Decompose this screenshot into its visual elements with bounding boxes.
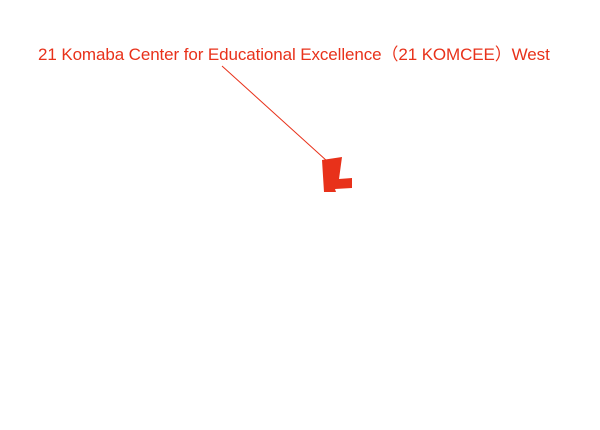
leader-line xyxy=(221,65,328,162)
building-footprint[interactable] xyxy=(322,157,352,192)
building-footprint-shape[interactable] xyxy=(322,157,352,192)
building-label[interactable]: 21 Komaba Center for Educational Excelle… xyxy=(38,45,550,64)
